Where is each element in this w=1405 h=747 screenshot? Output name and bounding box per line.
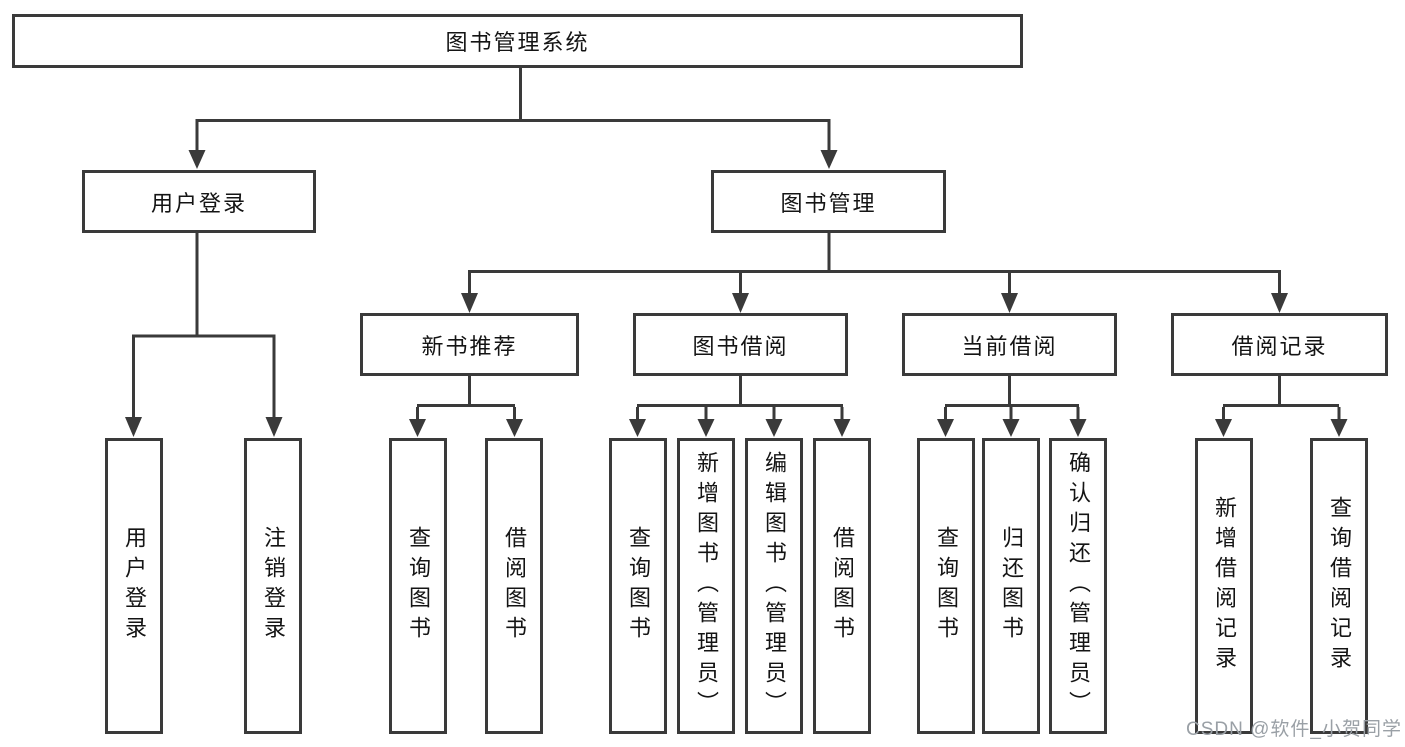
leaf-borrow-book: 借阅图书 — [813, 438, 871, 734]
leaf-add-book-admin: 新增图书（管理员） — [677, 438, 735, 734]
node-root: 图书管理系统 — [12, 14, 1023, 68]
node-new-book-recommend: 新书推荐 — [360, 313, 579, 376]
leaf-add-borrow-record: 新增借阅记录 — [1195, 438, 1253, 734]
leaf-logout: 注销登录 — [244, 438, 302, 734]
leaf-query-book-recommend: 查询图书 — [389, 438, 447, 734]
node-user-login: 用户登录 — [82, 170, 316, 233]
leaf-edit-book-admin: 编辑图书（管理员） — [745, 438, 803, 734]
connector-segments — [132, 68, 1341, 421]
leaf-query-book-borrow: 查询图书 — [609, 438, 667, 734]
node-borrow-record: 借阅记录 — [1171, 313, 1388, 376]
leaf-confirm-return-admin: 确认归还（管理员） — [1049, 438, 1107, 734]
leaf-user-login: 用户登录 — [105, 438, 163, 734]
node-book-borrow: 图书借阅 — [633, 313, 848, 376]
node-book-management: 图书管理 — [711, 170, 946, 233]
leaf-query-borrow-record: 查询借阅记录 — [1310, 438, 1368, 734]
csdn-watermark: CSDN @软件_小贺同学 — [1186, 719, 1402, 740]
arrowheads — [125, 150, 1348, 437]
leaf-query-book-current: 查询图书 — [917, 438, 975, 734]
leaf-borrow-book-recommend: 借阅图书 — [485, 438, 543, 734]
leaf-return-book: 归还图书 — [982, 438, 1040, 734]
node-current-borrow: 当前借阅 — [902, 313, 1117, 376]
